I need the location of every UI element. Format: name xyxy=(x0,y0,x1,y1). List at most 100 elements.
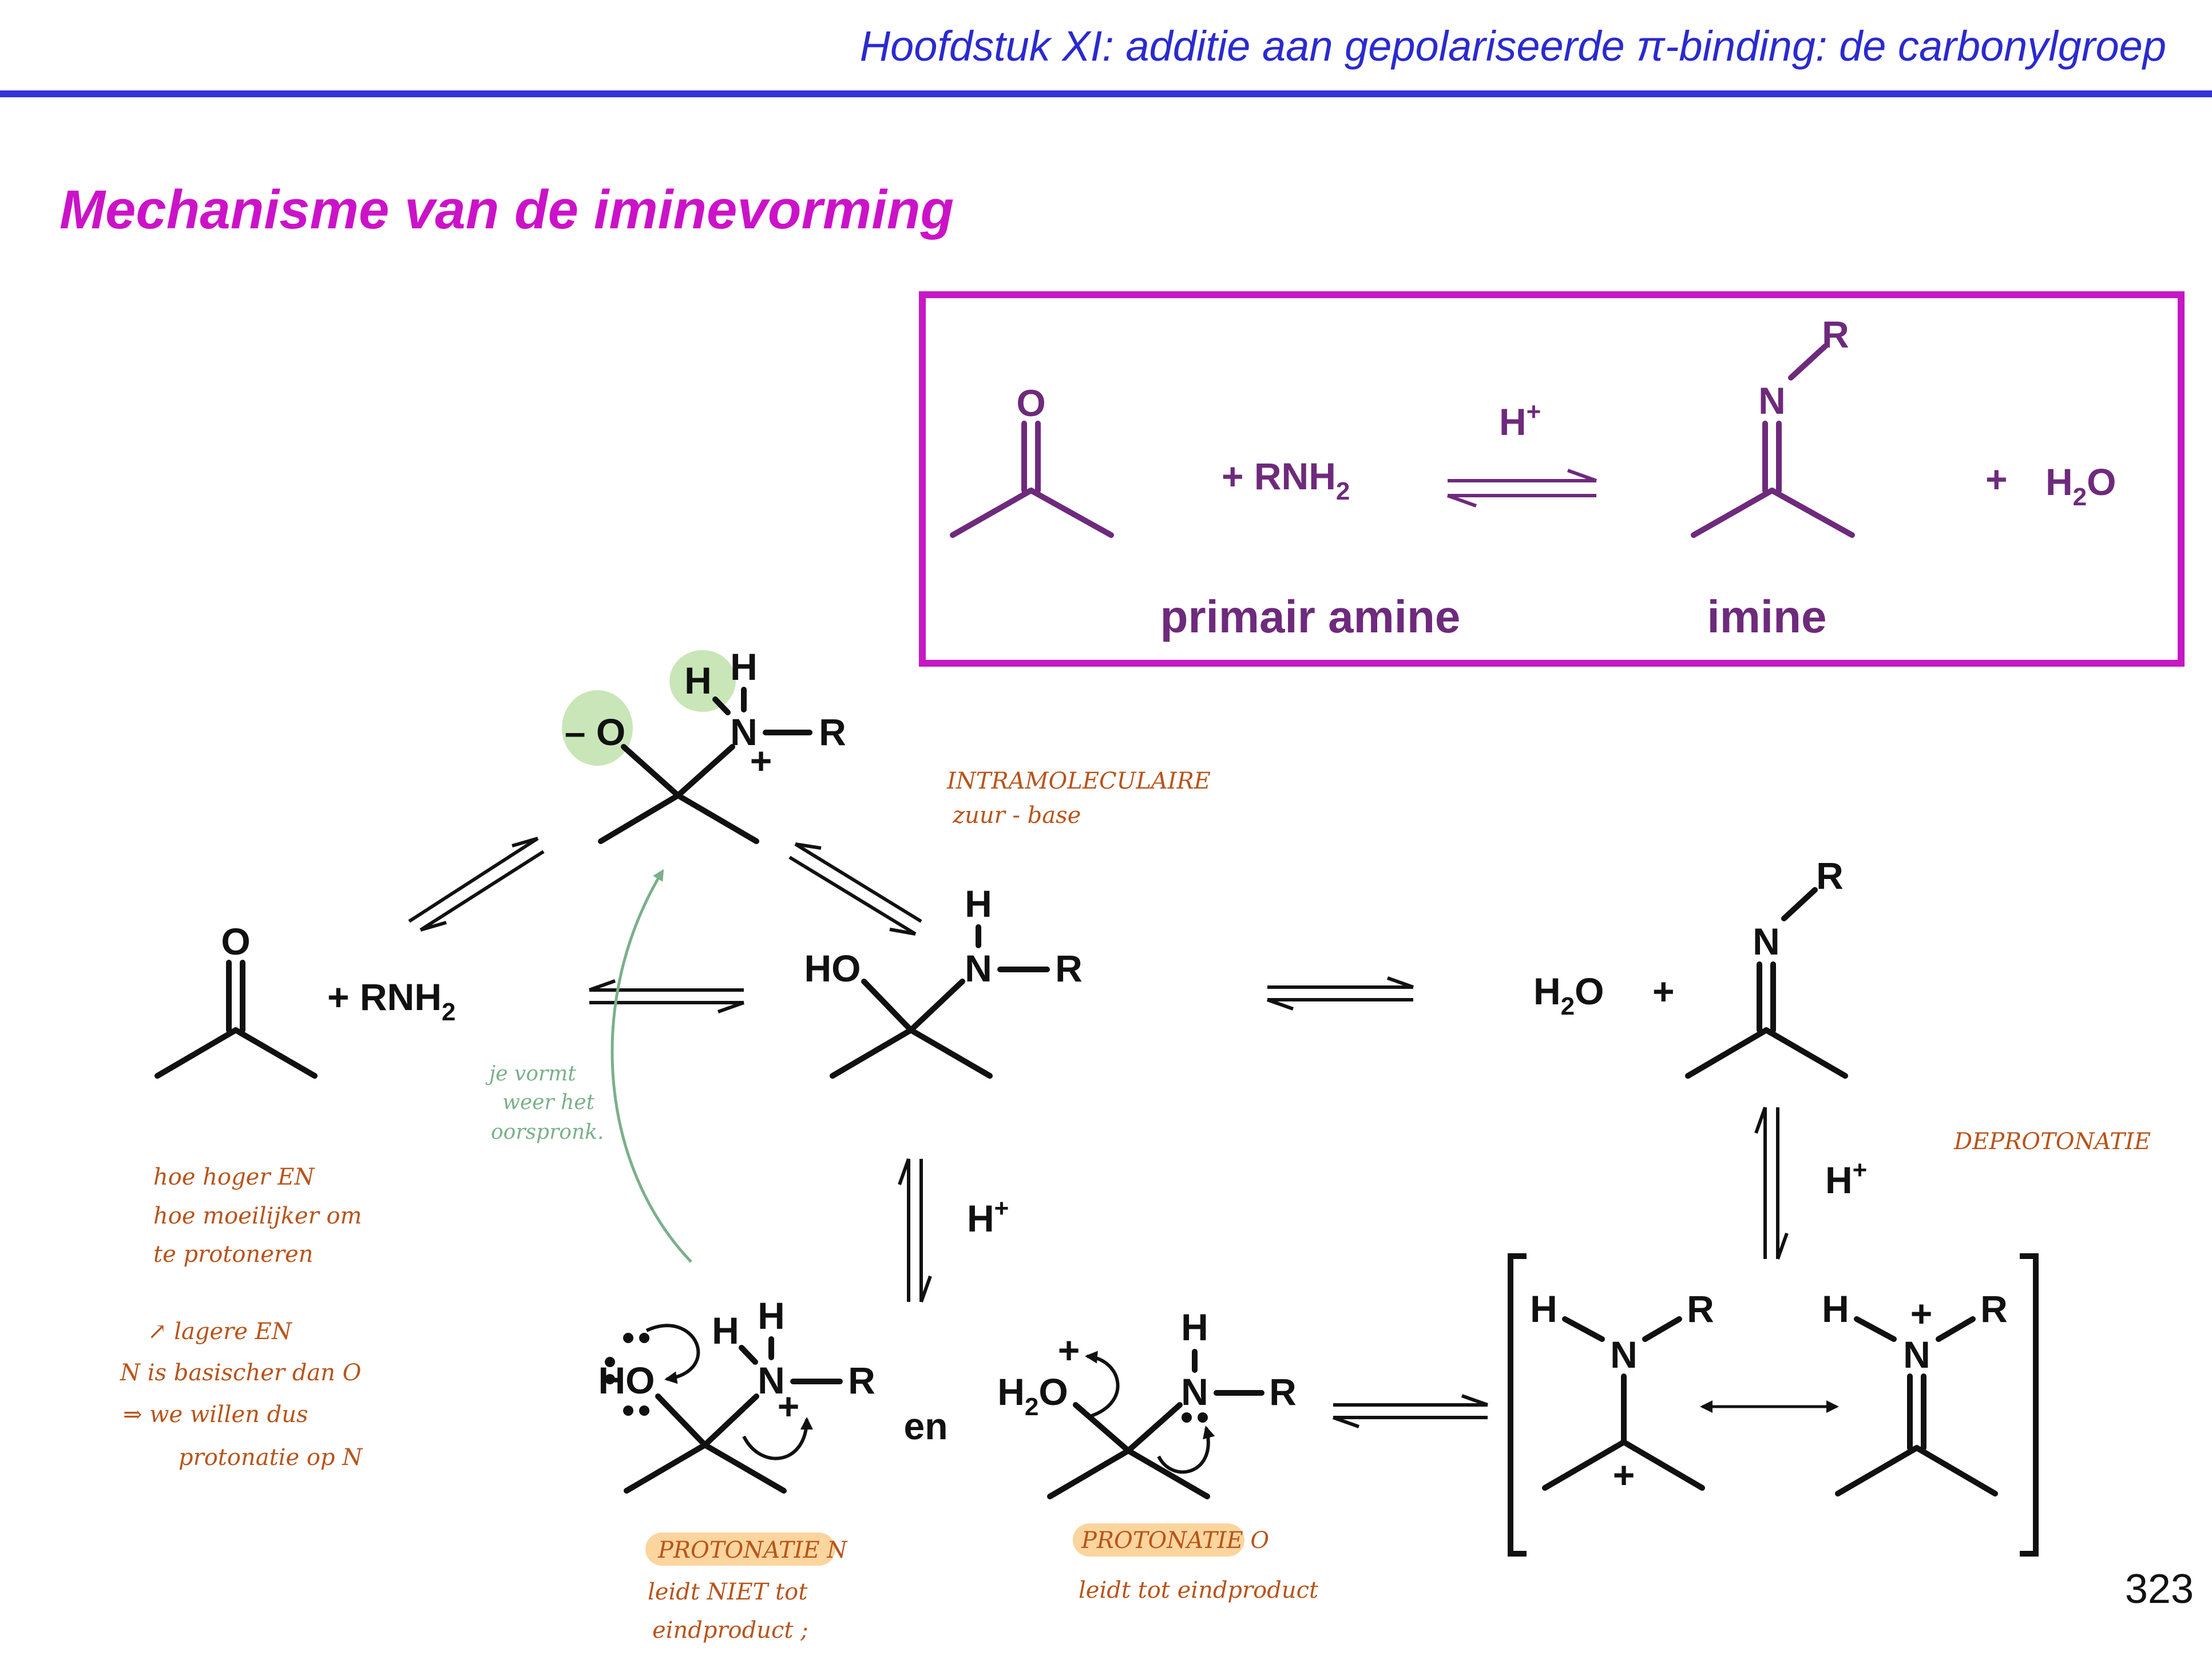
summary-reagent: + RNH2 xyxy=(1222,455,1350,505)
svg-text:PROTONATIE N: PROTONATIE N xyxy=(657,1537,848,1563)
carbinolamine-hydrogen: H xyxy=(965,882,992,925)
curved-arrow-nitrogen xyxy=(742,1417,813,1460)
equilibrium-arrow-2 xyxy=(1266,976,1414,1011)
annotation-reform: je vormt weer het oorspronk. xyxy=(485,869,692,1263)
header-rule xyxy=(0,90,2212,97)
protonated-n-hydrogen-top: H xyxy=(758,1294,785,1337)
equilibrium-arrow-3 xyxy=(1332,1394,1489,1428)
summary-equilibrium-arrow xyxy=(1446,469,1597,508)
summary-imine-nitrogen: N xyxy=(1758,379,1786,422)
protonated-n-intermediate: HO N H H R + xyxy=(598,1294,875,1494)
product-water: H2O xyxy=(1533,970,1604,1020)
catalyst-label-2: H+ xyxy=(1825,1156,1867,1201)
mechanism-ketone: O xyxy=(154,920,318,1079)
svg-text:N is basischer dan O: N is basischer dan O xyxy=(120,1360,361,1386)
slide-title: Mechanisme van de iminevorming xyxy=(60,179,954,240)
svg-text:leidt tot eindproduct: leidt tot eindproduct xyxy=(1079,1577,1319,1603)
hydrogen-highlight xyxy=(669,650,736,712)
protonated-o-hydrogen: H xyxy=(1181,1306,1208,1348)
annotation-protonation-o: PROTONATIE O leidt tot eindproduct xyxy=(1073,1523,1319,1603)
equilibrium-arrow-deprotonation xyxy=(1754,1106,1789,1260)
label-primary-amine: primair amine xyxy=(1160,591,1461,642)
protonation-n-highlight xyxy=(645,1533,835,1566)
curved-arrow-water xyxy=(1085,1351,1120,1418)
label-imine: imine xyxy=(1707,591,1827,642)
summary-catalyst: H+ xyxy=(1499,398,1541,443)
svg-text:INTRAMOLECULAIRE: INTRAMOLECULAIRE xyxy=(946,768,1211,794)
oxygen-highlight xyxy=(562,690,633,766)
iminium-1-hydrogen: H xyxy=(1530,1288,1557,1330)
resonance-bracket-right xyxy=(2020,1253,2039,1557)
zwitterion-nitrogen: N xyxy=(730,711,758,753)
product-plus: + xyxy=(1652,970,1675,1012)
iminium-2-r: R xyxy=(1980,1288,2008,1330)
curved-arrow-lone-pair xyxy=(1157,1426,1215,1474)
product-imine-nitrogen: N xyxy=(1753,920,1780,963)
summary-ketone: O xyxy=(950,382,1114,538)
svg-text:weer het: weer het xyxy=(502,1091,595,1114)
summary-imine: N R xyxy=(1691,313,1855,538)
protonated-n-nitrogen: N xyxy=(758,1359,785,1401)
svg-text:eindproduct ;: eindproduct ; xyxy=(652,1617,808,1644)
iminium-double-bond: N + H R xyxy=(1822,1288,2008,1496)
protonated-o-water: H2O xyxy=(997,1371,1068,1421)
resonance-bracket-left xyxy=(1508,1253,1527,1557)
protonated-n-r: R xyxy=(848,1359,875,1401)
svg-text:hoe moeilijker om: hoe moeilijker om xyxy=(153,1203,362,1229)
zwitterion-hydrogen-left: H xyxy=(684,659,712,702)
carbinolamine: HO N H R xyxy=(804,882,1083,1079)
product-imine-r: R xyxy=(1816,854,1844,897)
iminium-2-nitrogen: N xyxy=(1903,1333,1930,1376)
protonated-o-intermediate: H2O + N H R xyxy=(997,1306,1297,1499)
summary-ketone-oxygen: O xyxy=(1016,382,1045,424)
mechanism-ketone-oxygen: O xyxy=(221,920,250,963)
connector-en: en xyxy=(903,1405,948,1447)
annotation-intramolecular: INTRAMOLECULAIRE zuur - base xyxy=(946,768,1211,829)
zwitterion-hydrogen-top: H xyxy=(730,646,758,688)
svg-text:↗ lagere EN: ↗ lagere EN xyxy=(148,1319,293,1345)
mechanism-reagent: + RNH2 xyxy=(327,976,455,1026)
annotation-protonation-n: PROTONATIE N leidt NIET tot eindproduct … xyxy=(645,1533,848,1644)
summary-water: H2O xyxy=(2045,461,2116,511)
iminium-1-charge: + xyxy=(1613,1454,1635,1496)
svg-text:oorspronk.: oorspronk. xyxy=(491,1120,604,1144)
zwitterion-oxygen: – O xyxy=(565,711,625,753)
equilibrium-arrow-protonation xyxy=(898,1158,932,1303)
reform-arrow xyxy=(611,869,692,1263)
chapter-header: Hoofdstuk XI: additie aan gepolariseerde… xyxy=(859,22,2166,70)
svg-text:PROTONATIE O: PROTONATIE O xyxy=(1081,1527,1269,1554)
iminium-carbocation: N H R + xyxy=(1530,1288,1714,1496)
zwitterion-charge: + xyxy=(750,739,772,782)
carbinolamine-r: R xyxy=(1055,947,1083,989)
svg-text:te protoneren: te protoneren xyxy=(153,1241,313,1268)
equilibrium-arrow-from-zwitterion xyxy=(788,842,922,936)
protonated-o-charge: + xyxy=(1058,1329,1080,1371)
lone-pair-dots xyxy=(605,1333,649,1416)
protonation-o-highlight xyxy=(1073,1523,1244,1557)
iminium-2-charge: + xyxy=(1910,1292,1933,1335)
annotation-electronegativity: hoe hoger EN hoe moeilijker om te proton… xyxy=(153,1164,362,1268)
catalyst-label-1: H+ xyxy=(967,1194,1009,1240)
iminium-1-nitrogen: N xyxy=(1610,1333,1638,1376)
svg-text:zuur - base: zuur - base xyxy=(952,802,1081,829)
protonated-o-r: R xyxy=(1269,1371,1297,1413)
carbinolamine-hydroxyl: HO xyxy=(804,947,861,989)
page-number: 323 xyxy=(2124,1566,2194,1612)
zwitterion-r: R xyxy=(819,711,846,753)
summary-water-plus: + xyxy=(1985,458,2008,500)
protonated-n-charge: + xyxy=(778,1385,800,1427)
svg-text:protonatie op N: protonatie op N xyxy=(179,1444,363,1471)
protonated-n-hydrogen-left: H xyxy=(712,1309,739,1352)
zwitterion-intermediate: – O N H H R + xyxy=(562,646,846,844)
protonated-o-nitrogen: N xyxy=(1181,1371,1208,1413)
nitrogen-lone-pair xyxy=(1182,1412,1208,1423)
summary-imine-r: R xyxy=(1822,313,1849,355)
curved-arrow-oxygen xyxy=(645,1324,700,1384)
annotation-basicity: ↗ lagere EN N is basischer dan O ⇒ we wi… xyxy=(120,1319,363,1471)
equilibrium-arrow-1 xyxy=(588,979,745,1013)
equilibrium-arrow-to-zwitterion xyxy=(408,837,545,932)
iminium-1-r: R xyxy=(1687,1288,1714,1330)
svg-text:hoe hoger EN: hoe hoger EN xyxy=(153,1164,315,1190)
